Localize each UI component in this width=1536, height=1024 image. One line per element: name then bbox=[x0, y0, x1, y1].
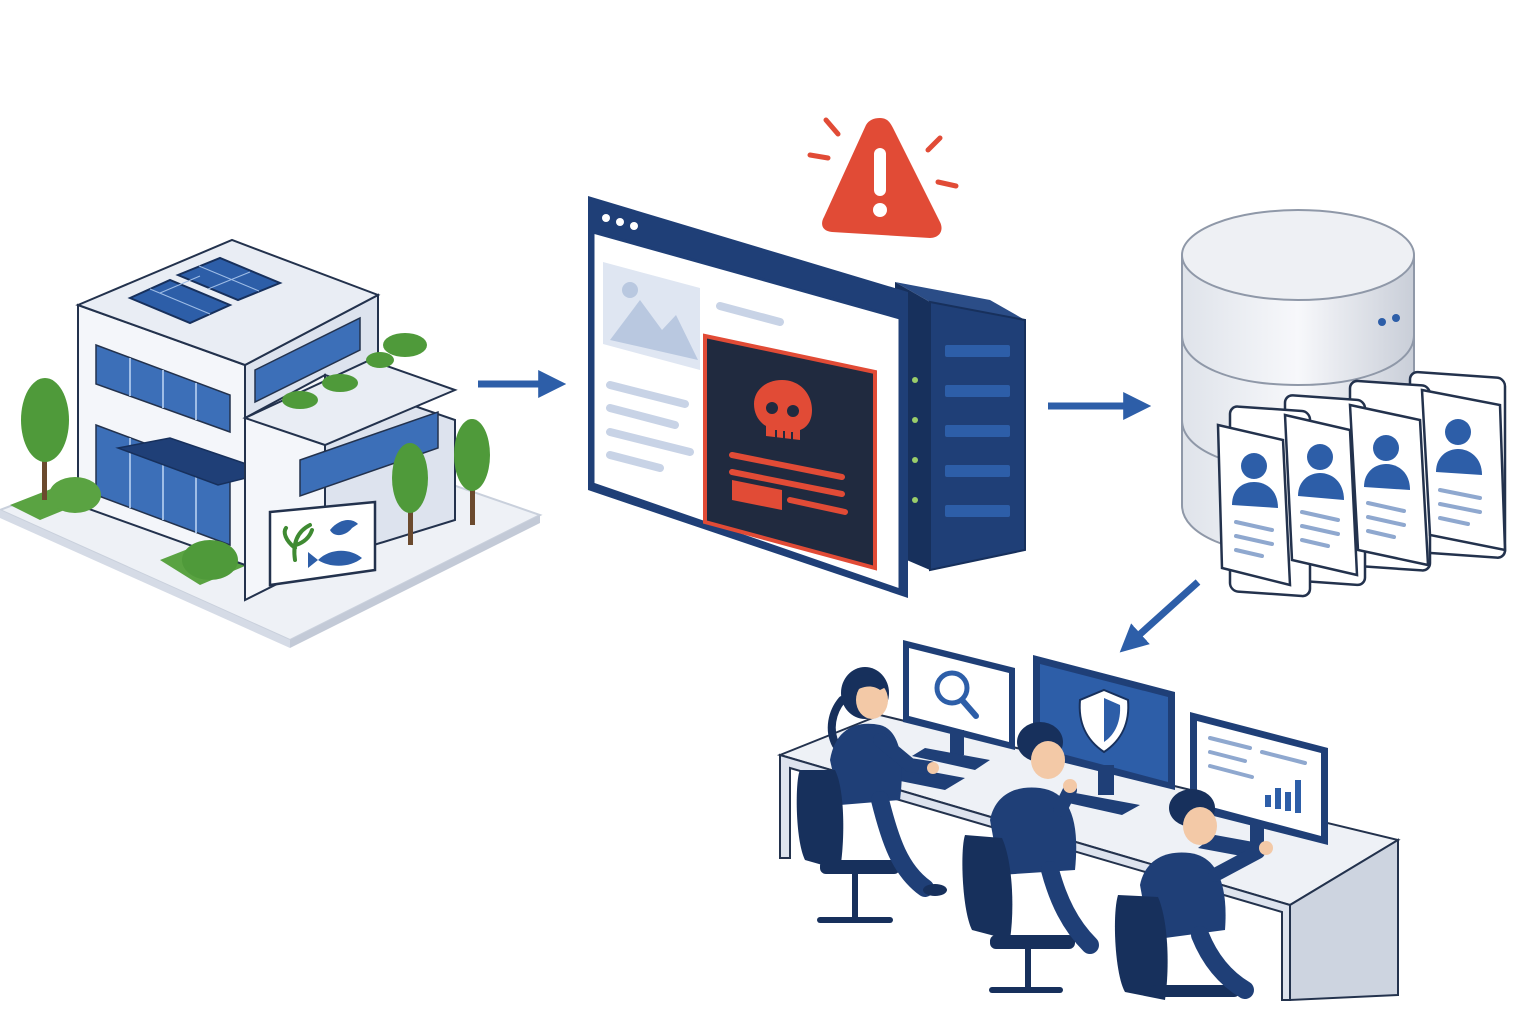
bird-plant-fish-sign-icon bbox=[268, 500, 377, 587]
analyst-woman bbox=[796, 667, 947, 923]
warning-triangle-icon bbox=[807, 117, 959, 238]
tree-icon bbox=[21, 378, 490, 580]
analyst-thinking bbox=[962, 722, 1099, 993]
user-profile-card-icon bbox=[1420, 388, 1507, 552]
security-analysts-team-icon bbox=[776, 640, 1401, 1002]
compromised-web-page-icon bbox=[588, 196, 908, 598]
monitor-dashboard bbox=[1190, 712, 1328, 847]
bar-chart-icon bbox=[1265, 780, 1301, 813]
user-profile-cards bbox=[1216, 370, 1507, 598]
skull-icon bbox=[754, 380, 812, 440]
magnifier-icon bbox=[934, 670, 979, 719]
shield-icon bbox=[1078, 688, 1130, 754]
monitor-search bbox=[903, 640, 1015, 770]
user-profile-card-icon bbox=[1348, 403, 1430, 567]
solar-panel-icon bbox=[127, 256, 283, 325]
flow-arrow bbox=[1119, 579, 1201, 653]
eco-office-building-icon bbox=[0, 238, 543, 648]
analyst-pointing bbox=[1114, 789, 1273, 1000]
user-profile-card-icon bbox=[1283, 413, 1359, 577]
server-tower-icon bbox=[895, 282, 1026, 572]
monitor-shield bbox=[1033, 655, 1175, 815]
user-profile-card-icon bbox=[1216, 423, 1292, 587]
